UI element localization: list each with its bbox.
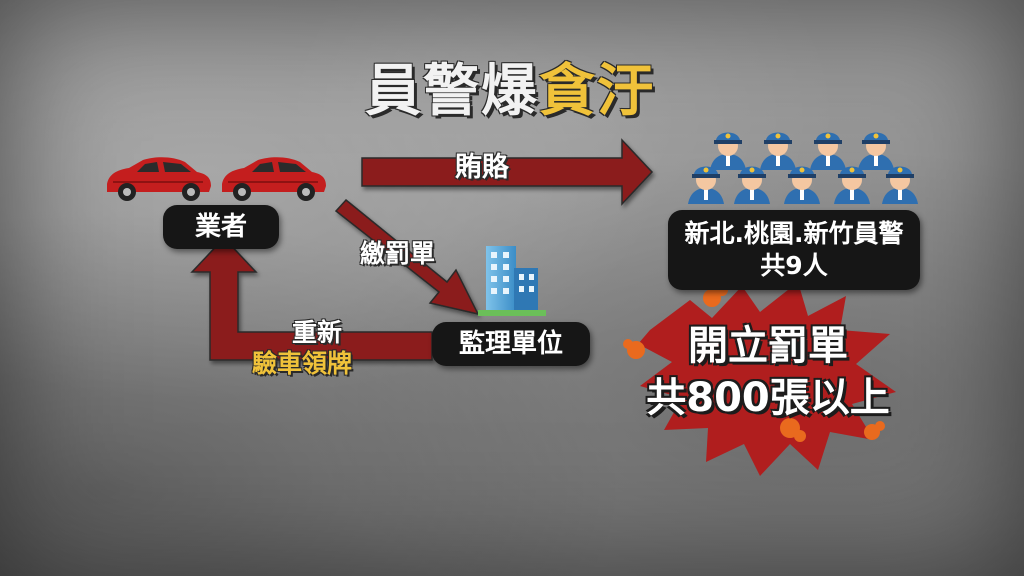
police-group (688, 132, 918, 204)
renew-label-line-2: 驗車領牌 (252, 349, 353, 378)
ticket-highlight-line-2: 共800張以上 (646, 375, 890, 421)
police-node: 新北.桃園.新竹員警 共9人 (668, 210, 920, 290)
police-node-line-1: 新北.桃園.新竹員警 (684, 219, 904, 248)
bribe-label: 賄賂 (455, 152, 509, 183)
page-title: 員警爆貪汙 (340, 46, 680, 127)
title-part-1: 員警爆 (365, 59, 539, 124)
ticket-highlight-line-1: 開立罰單 (688, 323, 848, 369)
office-building-icon (478, 246, 546, 316)
police-node-line-2: 共9人 (760, 251, 828, 280)
operators-node: 業者 (163, 205, 279, 249)
dmv-node: 監理單位 (432, 322, 590, 366)
bribe-arrow (361, 138, 654, 206)
police-officer-icon (710, 132, 746, 170)
ticket-highlight: 開立罰單 共800張以上 (628, 320, 908, 424)
renew-arrow (190, 236, 433, 361)
title-part-2: 貪汙 (539, 59, 655, 124)
pay-fine-label: 繳罰單 (360, 239, 436, 268)
renew-label-line-1: 重新 (292, 318, 343, 347)
car-icon (107, 157, 211, 201)
pay-fine-arrow (334, 198, 480, 316)
car-icon (222, 157, 326, 201)
